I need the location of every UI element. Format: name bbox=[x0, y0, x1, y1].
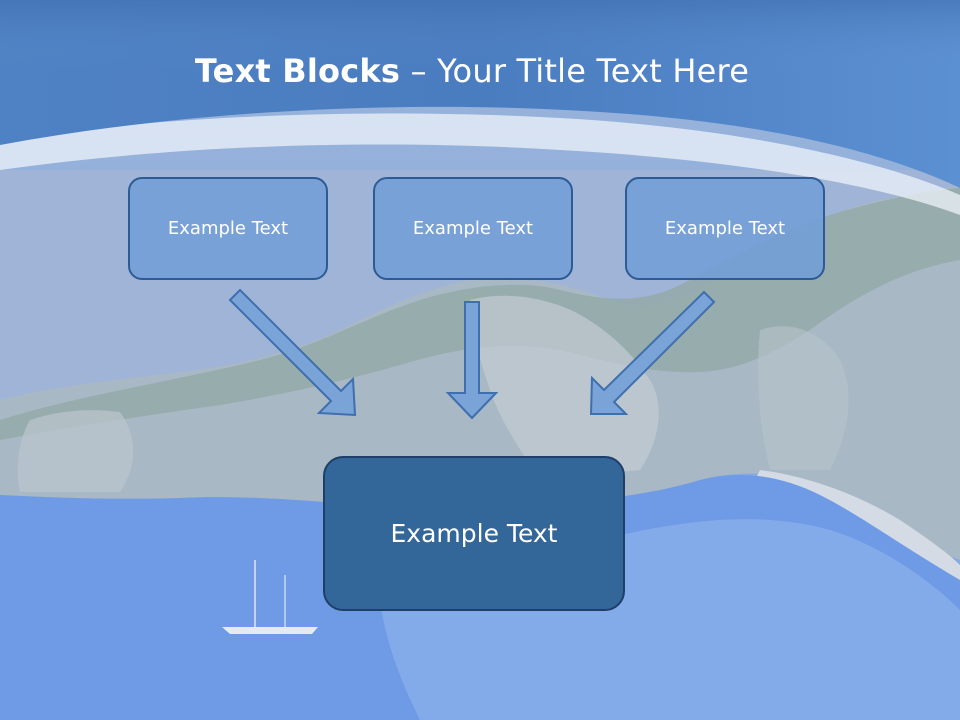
slide-title: Text Blocks – Your Title Text Here bbox=[0, 52, 944, 90]
text-block-right[interactable]: Example Text bbox=[625, 177, 825, 280]
title-bold-part: Text Blocks bbox=[194, 52, 401, 90]
arrow-down-icon bbox=[445, 301, 499, 420]
text-block-main-label: Example Text bbox=[390, 519, 558, 548]
title-normal-part: Your Title Text Here bbox=[437, 52, 750, 90]
text-block-center-label: Example Text bbox=[412, 218, 534, 239]
arrow-down-left-icon bbox=[589, 290, 716, 415]
title-dash: – bbox=[400, 52, 438, 90]
text-block-left[interactable]: Example Text bbox=[128, 177, 328, 280]
text-block-right-label: Example Text bbox=[664, 218, 786, 239]
arrow-down-right-icon bbox=[228, 288, 357, 417]
text-block-left-label: Example Text bbox=[167, 218, 289, 239]
text-block-main[interactable]: Example Text bbox=[323, 456, 625, 611]
text-block-center[interactable]: Example Text bbox=[373, 177, 573, 280]
